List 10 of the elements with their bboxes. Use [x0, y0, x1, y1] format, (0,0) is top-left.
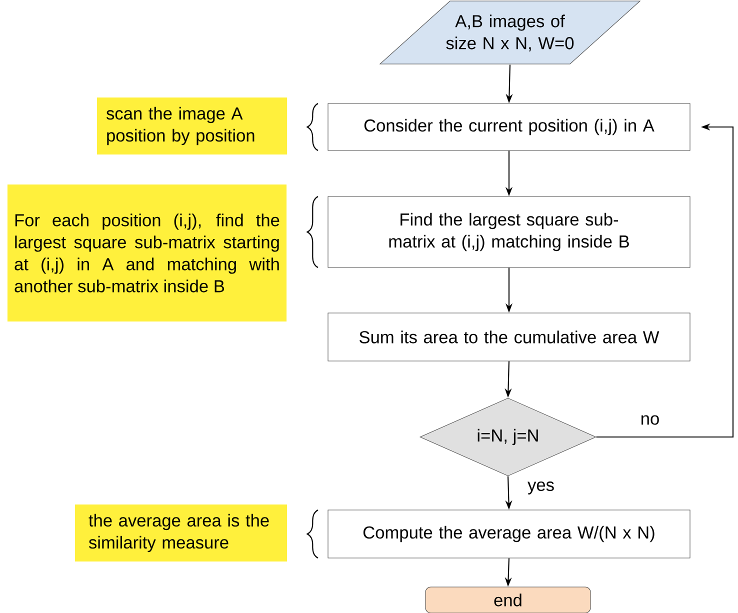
terminal-box: end: [425, 586, 591, 613]
note-box: For each position (i,j), find the largest square sub-matrix starting at (i,j) in A and matching with another sub-matrix inside B: [7, 184, 287, 322]
note-box: scan the image A position by position: [96, 97, 288, 155]
process-box: Consider the current position (i,j) in A: [328, 103, 690, 151]
process-box: Find the largest square sub-matrix at (i,j) matching inside B: [328, 196, 690, 268]
note-box: the average area is the similarity measure: [75, 504, 287, 562]
process-box: Sum its area to the cumulative area W: [328, 312, 690, 362]
process-box: Compute the average area W/(N x N): [328, 510, 690, 558]
edge-label: no: [642, 415, 659, 425]
edge-label: yes: [528, 482, 554, 494]
